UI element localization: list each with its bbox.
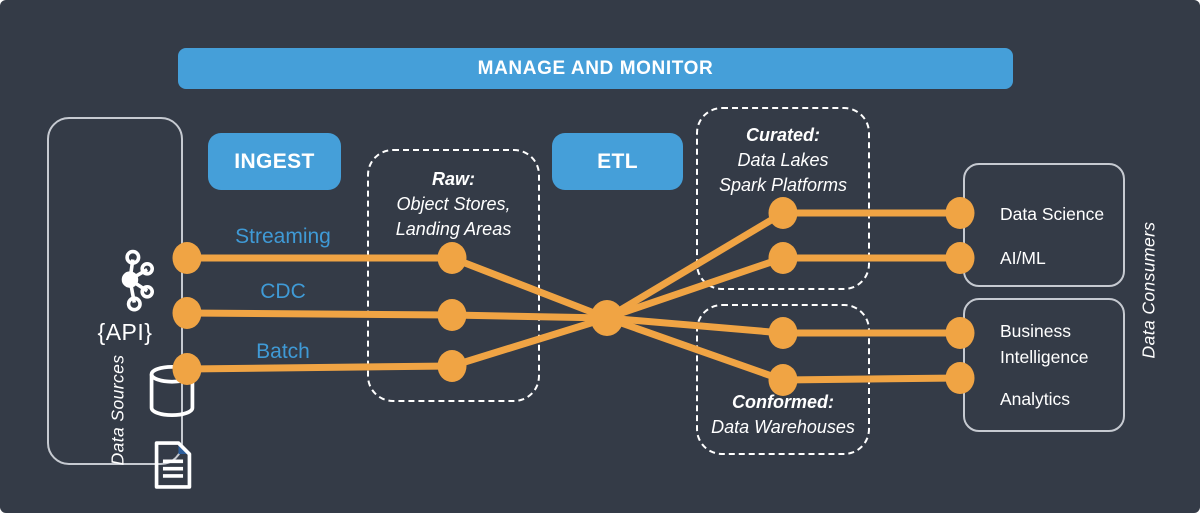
- manage-and-monitor-banner: MANAGE AND MONITOR: [178, 48, 1013, 89]
- database-icon: [149, 365, 195, 417]
- etl-step: ETL: [552, 133, 683, 190]
- raw-zone: Raw: Object Stores, Landing Areas: [367, 149, 540, 402]
- data-sources-box: {API}: [47, 117, 195, 489]
- ingest-step: INGEST: [208, 133, 341, 190]
- api-label: {API}: [97, 319, 153, 345]
- curated-zone-line: Data Lakes: [737, 150, 829, 170]
- business-intelligence-label: Business Intelligence: [1000, 321, 1089, 367]
- flow-node-etl-hub: [590, 300, 624, 336]
- curated-zone: Curated: Data Lakes Spark Platforms: [696, 107, 870, 290]
- document-icon: [154, 441, 192, 489]
- conformed-zone-line: Data Warehouses: [711, 417, 855, 437]
- kafka-icon: [121, 249, 155, 312]
- data-consumers-title: Data Consumers: [1138, 221, 1159, 359]
- ai-ml-label: AI/ML: [1000, 248, 1046, 268]
- streaming-label: Streaming: [235, 225, 331, 248]
- cdc-label: CDC: [260, 280, 306, 303]
- conformed-zone-title: Conformed:: [732, 392, 834, 412]
- curated-zone-title: Curated:: [745, 125, 820, 145]
- batch-label: Batch: [256, 340, 310, 363]
- raw-zone-line: Landing Areas: [395, 219, 512, 239]
- analytics-label: Analytics: [1000, 389, 1071, 409]
- data-science-label: Data Science: [1000, 204, 1105, 224]
- data-sources-title: Data Sources: [107, 354, 128, 466]
- raw-zone-title: Raw:: [431, 169, 475, 189]
- conformed-zone: Conformed: Data Warehouses: [696, 304, 870, 455]
- curated-zone-line: Spark Platforms: [718, 175, 848, 195]
- raw-zone-line: Object Stores,: [396, 194, 511, 214]
